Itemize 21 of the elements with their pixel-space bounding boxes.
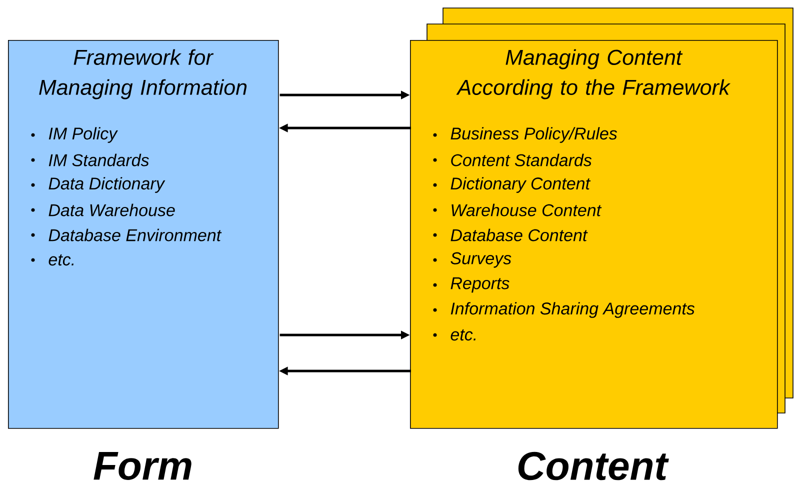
bullet-item: Information Sharing Agreements [450, 302, 695, 318]
bullet-item: Reports [450, 277, 510, 293]
bullet-item: Data Warehouse [48, 204, 175, 216]
column-label: Form [94, 452, 192, 480]
process-box [8, 40, 279, 429]
bullet-item: Data Dictionary [48, 177, 166, 193]
bullet-item: IM Standards [48, 154, 149, 166]
bullet-item: Database Environment [48, 228, 222, 242]
page-stack-box [410, 8, 794, 429]
bullet-item: Dictionary Content [450, 177, 591, 193]
bullet-item: etc. [450, 329, 476, 341]
bullet-item: Surveys [450, 252, 512, 268]
box-heading: Managing Content According to the Framework [456, 49, 731, 100]
bullet-item: Content Standards [451, 154, 592, 166]
bullet-item: etc. [48, 254, 74, 266]
column-label: Content [518, 452, 669, 480]
bullet-item: Database Content [450, 228, 588, 242]
bullet-item: Warehouse Content [452, 204, 602, 216]
bullet-item: Business Policy/Rules [450, 127, 618, 143]
box-heading: Framework for Managing Information [39, 49, 247, 100]
bullet-item: IM Policy [48, 127, 118, 143]
